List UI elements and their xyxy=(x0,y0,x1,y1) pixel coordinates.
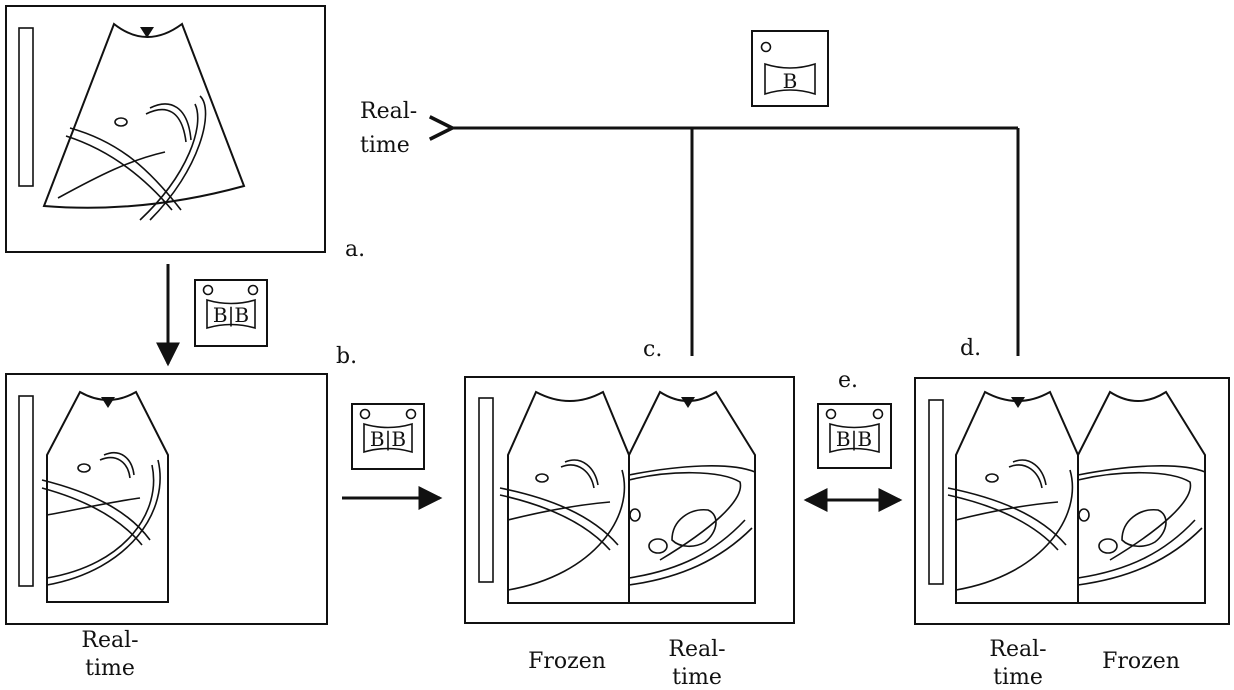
transition-e-label: e. xyxy=(838,368,858,393)
top-realtime-label-line2: time xyxy=(360,133,410,158)
grayscale-bar xyxy=(18,27,34,187)
panel-d-screen xyxy=(914,377,1230,625)
panel-b-caption-line1: Real- xyxy=(81,628,138,653)
grayscale-bar xyxy=(18,395,34,587)
dual-key-text: B|B xyxy=(836,427,872,452)
panel-a-label: a. xyxy=(345,237,365,262)
orientation-marker-icon xyxy=(101,397,115,408)
single-button-key: B xyxy=(751,30,829,107)
return-to-realtime-path xyxy=(450,128,1020,356)
panel-c-caption-right-line1: Real- xyxy=(668,637,725,662)
panel-c-screen xyxy=(464,376,795,624)
panel-a-screen xyxy=(5,5,326,253)
orientation-marker-icon xyxy=(140,27,154,38)
dual-button-key-cd: B|B xyxy=(817,403,892,469)
panel-b-caption-line2: time xyxy=(85,656,135,681)
panel-c-caption-right-line2: time xyxy=(672,665,722,690)
grayscale-bar xyxy=(478,397,494,583)
orientation-marker-icon xyxy=(1011,397,1025,408)
panel-d-caption-left-line2: time xyxy=(993,665,1043,690)
top-realtime-label-line1: Real- xyxy=(360,99,417,124)
panel-b-label: b. xyxy=(336,344,357,369)
dual-button-key-ab: B|B xyxy=(194,279,268,347)
panel-c-label: c. xyxy=(643,337,662,362)
orientation-marker-icon xyxy=(681,397,695,408)
grayscale-bar xyxy=(928,399,944,585)
panel-d-caption-left-line1: Real- xyxy=(989,637,1046,662)
single-key-text: B xyxy=(783,69,798,93)
dual-button-key-bc: B|B xyxy=(351,403,425,470)
panel-d-label: d. xyxy=(960,336,981,361)
panel-b-screen xyxy=(5,373,328,625)
panel-c-caption-left: Frozen xyxy=(528,649,606,674)
panel-d-caption-right: Frozen xyxy=(1102,649,1180,674)
dual-key-text: B|B xyxy=(370,427,406,452)
dual-key-text: B|B xyxy=(213,303,249,328)
